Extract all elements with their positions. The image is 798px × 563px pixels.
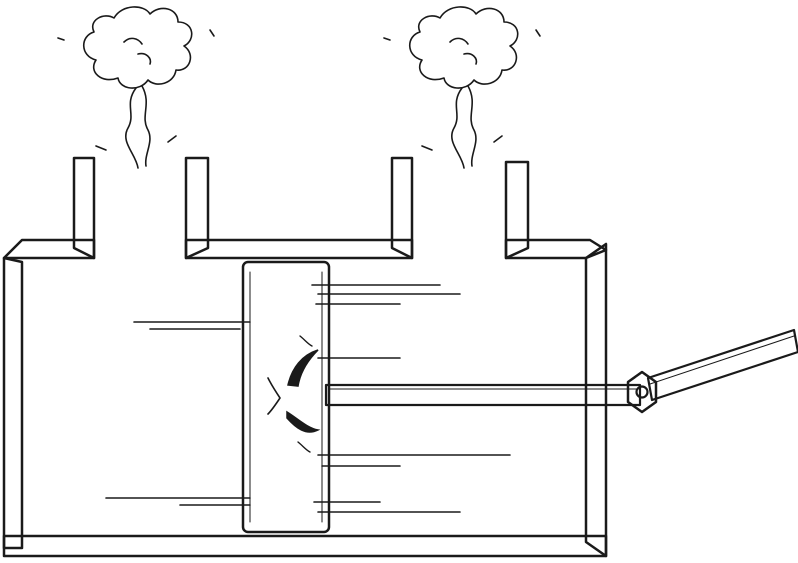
motion-lines xyxy=(105,284,511,513)
connecting-rod xyxy=(646,328,798,402)
port-wall xyxy=(184,156,210,260)
port-wall xyxy=(504,160,530,260)
piston xyxy=(241,260,331,534)
piston-body xyxy=(241,260,331,534)
rod-joint xyxy=(626,370,658,414)
piston-rod xyxy=(324,383,642,407)
inlet-port xyxy=(72,156,210,260)
cylinder-wall-top-right xyxy=(504,238,608,260)
cylinder-wall-right xyxy=(584,242,608,558)
exhaust-port xyxy=(390,156,530,260)
smoke-left xyxy=(57,6,215,169)
port-wall xyxy=(72,156,96,260)
cylinder-wall-top-middle xyxy=(184,238,414,260)
port-wall xyxy=(390,156,414,260)
cylinder-wall-bottom xyxy=(2,534,608,558)
smoke-right xyxy=(383,6,541,169)
cylinder-wall-top-left xyxy=(2,238,96,260)
cylinder xyxy=(2,238,608,558)
cylinder-wall-left xyxy=(2,256,24,550)
